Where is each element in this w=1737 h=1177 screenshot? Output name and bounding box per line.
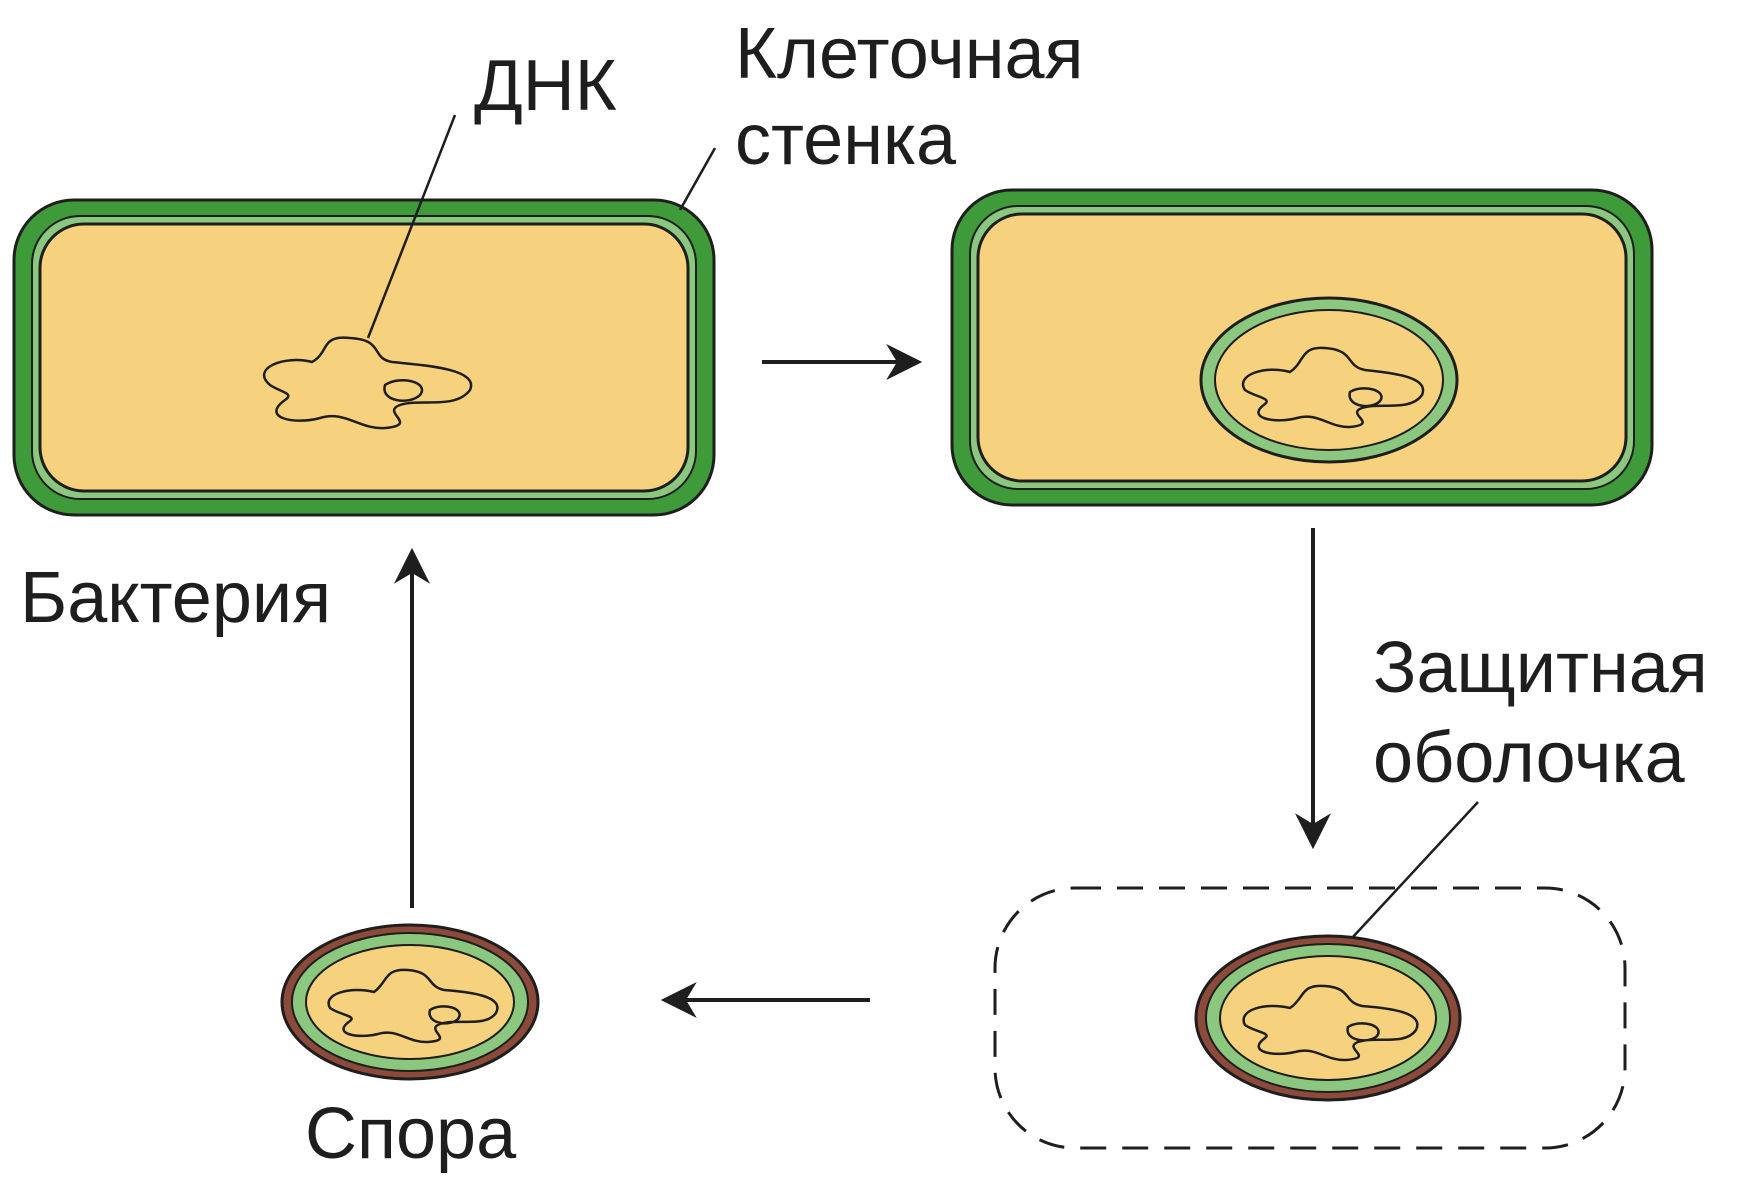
leader-protective-shell <box>1352 802 1478 938</box>
bacterium-cell <box>14 200 714 515</box>
released-spore-in-cell-remnant <box>995 888 1625 1148</box>
spore-with-coat <box>1196 936 1460 1100</box>
label-dna: ДНК <box>474 46 617 126</box>
forming-spore <box>1201 298 1457 462</box>
label-protective-shell-line1: Защитная <box>1373 628 1708 708</box>
label-spore: Спора <box>305 1094 517 1174</box>
label-cell-wall-line2: стенка <box>735 100 957 180</box>
leader-cell-wall <box>680 148 715 210</box>
label-cell-wall-line1: Клеточная <box>735 14 1084 94</box>
sporulating-cell <box>952 190 1652 505</box>
label-bacterium: Бактерия <box>20 558 331 638</box>
free-spore <box>282 925 538 1079</box>
label-protective-shell-line2: оболочка <box>1373 718 1686 798</box>
